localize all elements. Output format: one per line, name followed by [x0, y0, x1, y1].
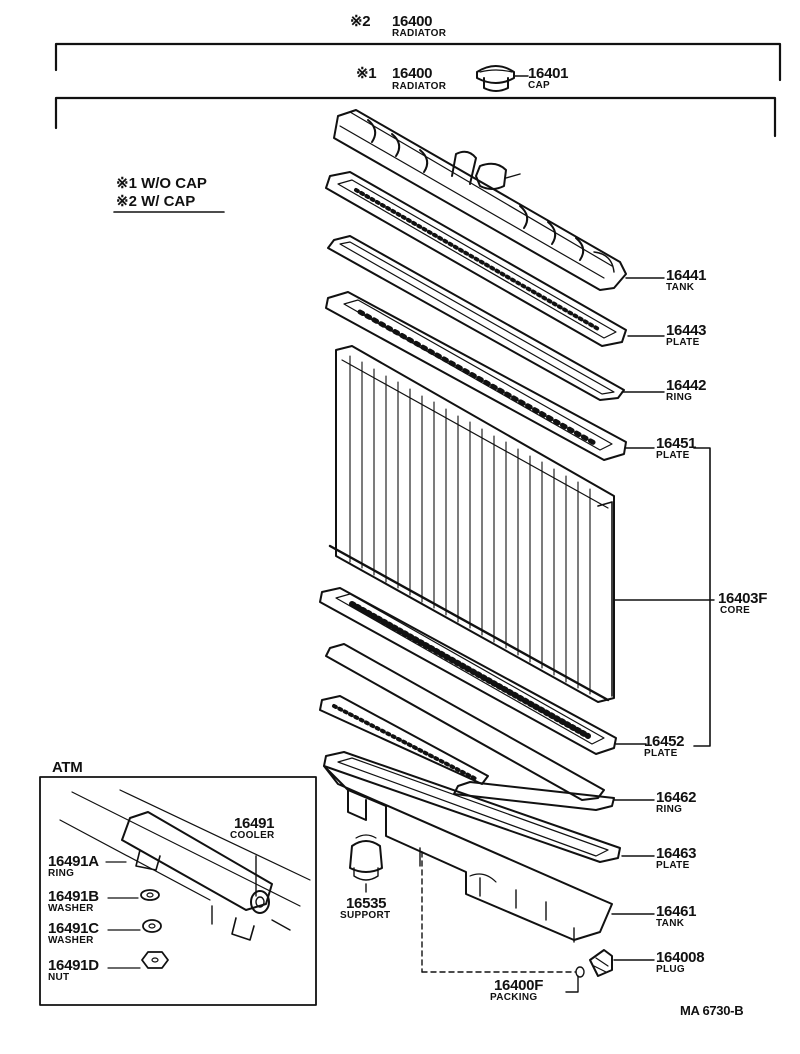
part-16462-number: 16462	[656, 789, 697, 806]
part-16443-number: 16443	[666, 322, 707, 339]
part-16491D-number: 16491D	[48, 957, 99, 974]
core-bottom-plate-drawing	[319, 587, 647, 755]
drawing-code: MA 6730-B	[680, 1003, 744, 1018]
part-16451-name: PLATE	[656, 450, 690, 461]
part-16400F-name: PACKING	[490, 992, 538, 1003]
middle-ring-drawing	[325, 643, 605, 801]
part-16461-name: TANK	[656, 918, 685, 929]
lower-ring-drawing	[453, 781, 655, 811]
part-16451-number: 16451	[656, 435, 697, 452]
support-drawing	[349, 834, 383, 893]
cap-name: CAP	[528, 80, 551, 91]
part-16491C-name: WASHER	[48, 935, 94, 946]
radiator-with-cap-number: 16400	[392, 13, 433, 30]
lower-tank-plate-drawing	[319, 695, 489, 785]
part-16491-number: 16491	[234, 815, 275, 832]
part-16442-number: 16442	[666, 377, 707, 394]
part-16461-number: 16461	[656, 903, 697, 920]
radiator-with-cap-name: RADIATOR	[392, 28, 447, 39]
cap-number: 16401	[528, 65, 569, 82]
atm-detail-box	[39, 776, 317, 1006]
part-16443-name: PLATE	[666, 337, 700, 348]
radiator-without-cap-mark: ※1	[356, 65, 377, 82]
part-16491A-number: 16491A	[48, 853, 99, 870]
upper-ring-drawing	[327, 235, 665, 401]
part-16491-name: COOLER	[230, 830, 275, 841]
upper-tank-drawing	[333, 109, 665, 291]
radiator-cap-drawing	[476, 65, 529, 92]
part-164008-number: 164008	[656, 949, 705, 966]
legend-line-1: ※1 W/O CAP	[116, 175, 207, 192]
part-164008-name: PLUG	[656, 964, 685, 975]
assembly-brackets	[54, 42, 782, 138]
part-16400F-number: 16400F	[494, 977, 544, 994]
lower-tank-drawing	[323, 765, 655, 973]
part-16491D-name: NUT	[48, 972, 70, 983]
part-16463-number: 16463	[656, 845, 697, 862]
part-16491C-number: 16491C	[48, 920, 99, 937]
core-top-plate-drawing	[325, 291, 655, 461]
part-16452-number: 16452	[644, 733, 685, 750]
radiator-without-cap-name: RADIATOR	[392, 81, 447, 92]
part-16491B-number: 16491B	[48, 888, 99, 905]
part-16403F-number: 16403F	[718, 590, 768, 607]
part-16441-name: TANK	[666, 282, 695, 293]
part-16441-number: 16441	[666, 267, 707, 284]
part-16491B-name: WASHER	[48, 903, 94, 914]
part-16535-name: SUPPORT	[340, 910, 391, 921]
atm-title: ATM	[52, 759, 83, 776]
upper-tank-plate-drawing	[325, 171, 665, 347]
drain-plug-drawing	[565, 949, 655, 993]
part-16463-name: PLATE	[656, 860, 690, 871]
part-16403F-name: CORE	[720, 605, 751, 616]
part-16452-name: PLATE	[644, 748, 678, 759]
radiator-without-cap-number: 16400	[392, 65, 433, 82]
part-16535-number: 16535	[346, 895, 387, 912]
core-group-bracket	[693, 447, 711, 747]
radiator-core-drawing	[328, 345, 715, 703]
part-16462-name: RING	[656, 804, 683, 815]
part-16442-name: RING	[666, 392, 693, 403]
radiator-with-cap-mark: ※2	[350, 13, 371, 30]
part-16491A-name: RING	[48, 868, 75, 879]
legend-line-2: ※2 W/ CAP	[116, 193, 196, 210]
